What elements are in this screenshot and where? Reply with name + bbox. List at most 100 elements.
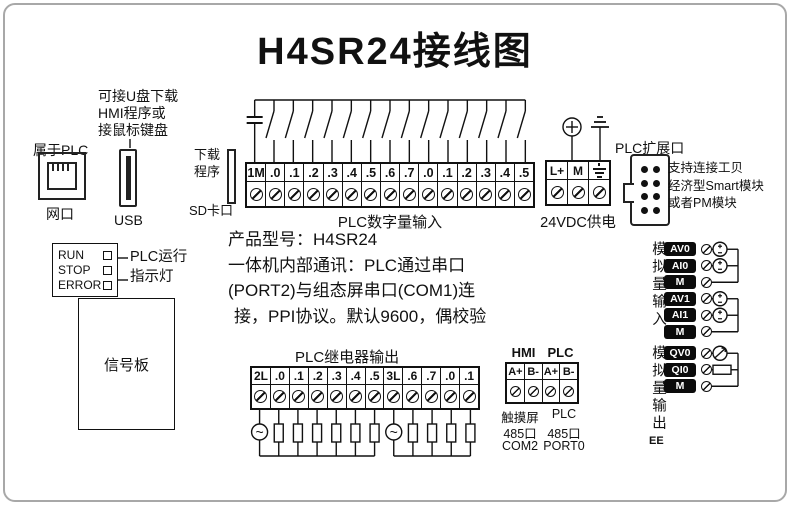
screw-terminal <box>527 385 539 397</box>
status-led-row: ERROR <box>58 278 112 292</box>
screw-terminal <box>517 187 531 201</box>
terminal-label <box>589 162 609 180</box>
analog-terminal-label: AV1 <box>664 291 696 306</box>
terminal-cell: .0 <box>440 368 460 408</box>
sd-slot-icon <box>227 149 236 204</box>
led-label: RUN <box>58 248 84 262</box>
signal-board-box: 信号板 <box>78 298 175 430</box>
expansion-note-line: 支持连接工贝 <box>668 161 744 175</box>
comm-caption: PLC <box>551 407 577 421</box>
screw-terminal <box>701 293 712 305</box>
usb-note-line: HMI程序或 <box>98 105 166 121</box>
hmi-header: HMI <box>511 345 536 360</box>
terminal-cell: .7 <box>421 368 441 408</box>
terminal-cell: .5 <box>513 164 534 206</box>
analog-row: M <box>664 324 712 341</box>
ground-icon <box>592 163 606 178</box>
rj45-jack-icon <box>47 162 77 190</box>
analog-terminal-label: M <box>664 275 696 290</box>
pin <box>640 179 648 187</box>
diagram-border <box>3 3 787 502</box>
screw-terminal <box>254 390 268 403</box>
terminal-cell: .2 <box>456 164 476 206</box>
sd-note-line: 程序 <box>194 164 221 179</box>
terminal-label: A+ <box>507 364 524 380</box>
terminal-label: .4 <box>495 164 514 182</box>
screw-terminal <box>421 187 435 201</box>
usb-port-icon <box>119 149 137 207</box>
analog-terminal-label: QV0 <box>664 346 696 361</box>
terminal-cell: .5 <box>364 368 384 408</box>
analog-terminal-label: M <box>664 379 696 394</box>
indicator-caption-line: PLC运行 <box>130 249 188 265</box>
plc-owner-label: 属于PLC <box>33 142 89 158</box>
screw-terminal <box>479 187 493 201</box>
digital-input-caption: PLC数字量输入 <box>337 214 443 231</box>
screw-terminal <box>592 185 606 199</box>
terminal-label: .1 <box>289 368 308 385</box>
usb-note-line: 可接U盘下载 <box>98 88 179 104</box>
screw-terminal <box>701 243 712 255</box>
sd-note-line: 下载 <box>194 147 221 162</box>
screw-terminal <box>550 185 564 199</box>
screw-terminal <box>402 187 416 201</box>
comm-caption: PORT0 <box>543 439 585 453</box>
analog-row: M <box>664 274 712 291</box>
terminal-label: .2 <box>304 164 323 182</box>
led-label: STOP <box>58 263 91 277</box>
product-info-line: 接，PPI协议。默认9600，偶校验 <box>234 306 487 326</box>
screw-terminal <box>462 390 476 403</box>
analog-row: QV0 <box>664 345 712 362</box>
terminal-cell: L+ <box>547 162 567 204</box>
led-label: ERROR <box>58 278 102 292</box>
terminal-cell: .7 <box>399 164 419 206</box>
screw-terminal <box>268 187 282 201</box>
analog-output-label: 模拟量输出 <box>650 345 666 433</box>
product-info: 产品型号：H4SR24 一体机内部通讯：PLC通过串口 (PORT2)与组态屏串… <box>228 227 486 329</box>
screw-terminal <box>287 187 301 201</box>
screw-terminal <box>326 187 340 201</box>
terminal-label: .4 <box>342 164 361 182</box>
pin <box>652 206 660 214</box>
terminal-label: .7 <box>422 368 441 385</box>
screw-terminal <box>273 390 287 403</box>
status-led-row: STOP <box>58 263 112 277</box>
comm-caption: COM2 <box>501 439 539 453</box>
screw-terminal <box>405 390 419 403</box>
screw-terminal <box>701 260 712 272</box>
screw-terminal <box>349 390 363 403</box>
expansion-title: PLC扩展口 <box>615 140 685 156</box>
terminal-label: 3L <box>384 369 403 385</box>
analog-input-label: 模拟量输入 <box>650 241 666 329</box>
screw-terminal <box>345 187 359 201</box>
terminal-cell: 1M <box>247 164 266 206</box>
terminal-label: .3 <box>323 164 342 182</box>
terminal-label: .5 <box>361 164 380 182</box>
terminal-cell: B- <box>559 364 577 402</box>
terminal-cell: B- <box>523 364 542 402</box>
terminal-label: .1 <box>460 368 479 385</box>
terminal-cell: .3 <box>326 368 346 408</box>
screw-terminal <box>364 187 378 201</box>
terminal-cell: .0 <box>269 368 289 408</box>
terminal-cell: 2L <box>252 368 270 408</box>
terminal-cell: .2 <box>307 368 327 408</box>
analog-row: AV1 <box>664 291 712 308</box>
diagram-title: H4SR24接线图 <box>257 31 533 73</box>
screw-terminal <box>424 390 438 403</box>
terminal-label: .4 <box>346 368 365 385</box>
screw-terminal <box>443 390 457 403</box>
terminal-cell: .1 <box>284 164 304 206</box>
product-info-line: 产品型号：H4SR24 <box>228 230 378 249</box>
terminal-cell: .1 <box>437 164 457 206</box>
terminal-cell: .3 <box>322 164 342 206</box>
screw-terminal <box>701 347 712 359</box>
usb-note-line: 接鼠标键盘 <box>98 122 168 138</box>
analog-row: AI0 <box>664 258 712 275</box>
sd-note: 下载 程序 <box>194 146 220 180</box>
